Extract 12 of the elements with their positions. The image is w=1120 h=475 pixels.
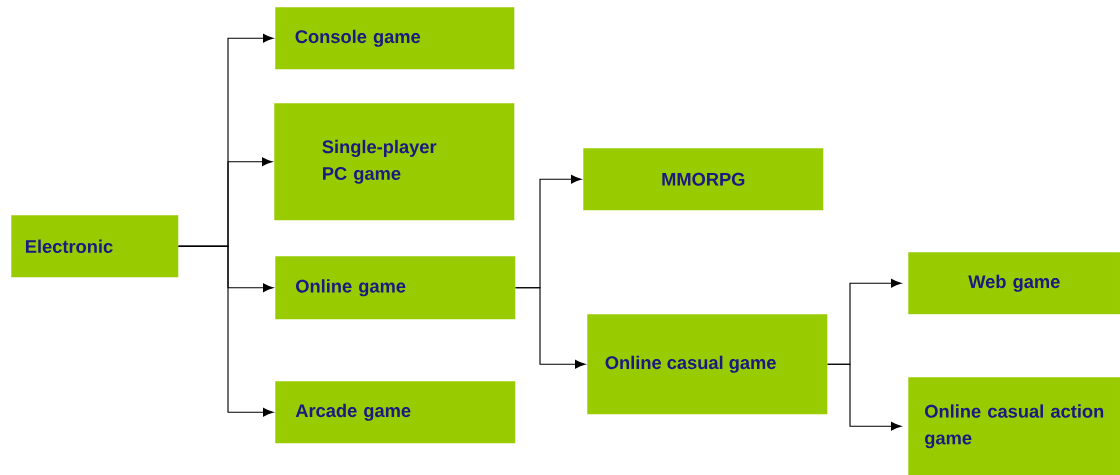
arrow — [827, 363, 902, 431]
category-box: MMORPG — [583, 148, 824, 211]
arrow — [515, 287, 586, 369]
category-box: Console game — [275, 7, 515, 70]
category-box: Online casual action game — [908, 377, 1120, 475]
category-box: Single-player PC game — [274, 103, 515, 221]
arrow — [178, 245, 274, 417]
category-box: Arcade game — [275, 381, 516, 444]
category-box: Web game — [908, 252, 1120, 315]
category-box: Online game — [275, 256, 516, 320]
category-box: Online casual game — [587, 314, 828, 415]
category-box: Electronic — [11, 215, 179, 278]
